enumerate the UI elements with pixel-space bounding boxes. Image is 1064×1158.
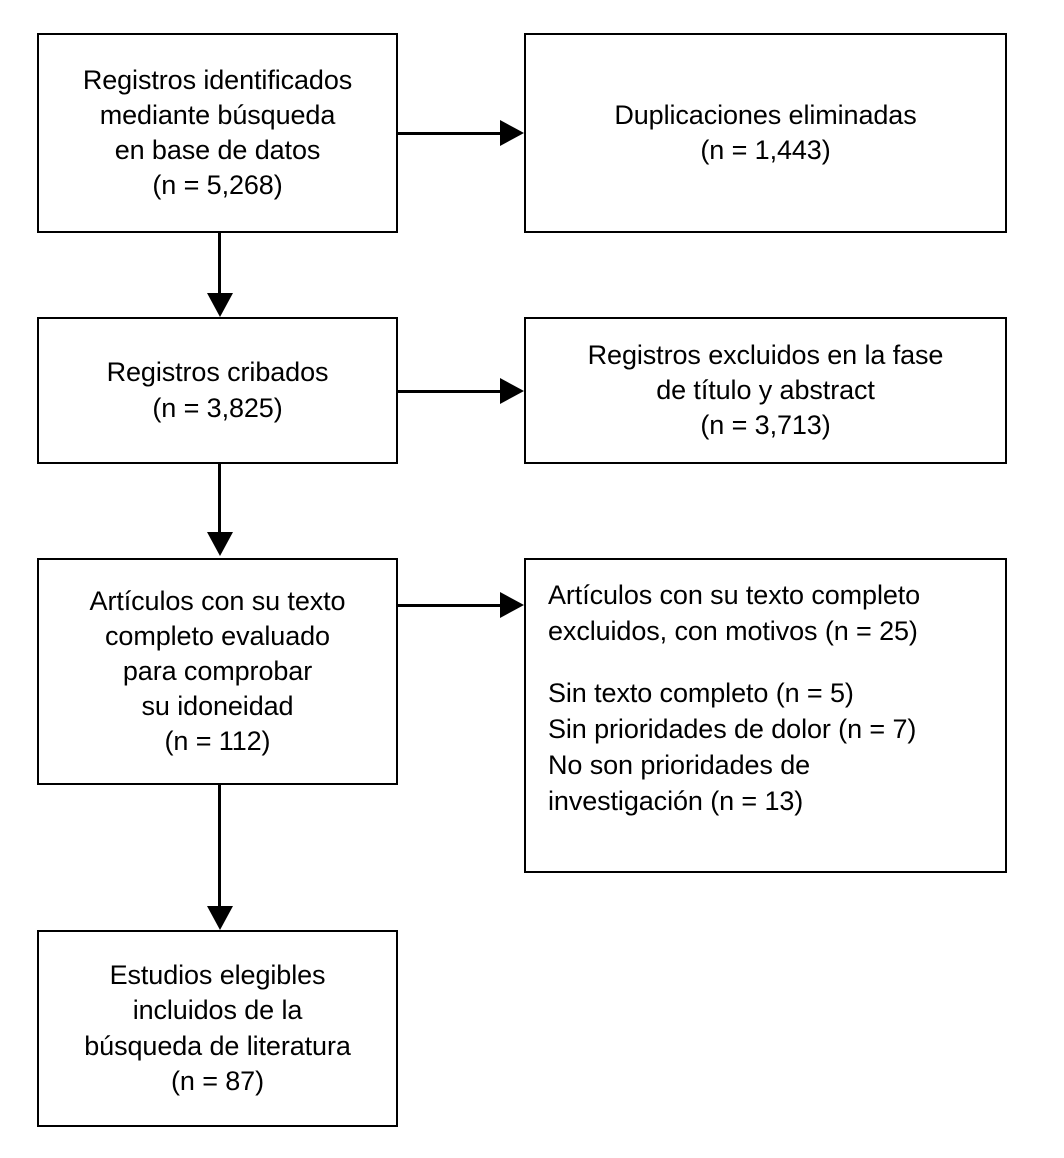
node-fulltext-excluded: Artículos con su texto completo excluido… (524, 558, 1007, 873)
arrow-fulltext-to-included-head (207, 906, 233, 930)
node-records-screened: Registros cribados (n = 3,825) (37, 317, 398, 464)
node-records-excluded-title-abstract-text: Registros excluidos en la fase de título… (587, 339, 944, 441)
arrow-fulltext-to-excluded-line (398, 604, 503, 607)
arrow-screened-to-fulltext-head (207, 532, 233, 556)
node-records-identified: Registros identificados mediante búsqued… (37, 33, 398, 233)
arrow-fulltext-to-included-line (218, 785, 221, 909)
arrow-screened-to-fulltext-line (218, 464, 221, 534)
arrow-screened-to-excluded-head (500, 378, 524, 404)
node-fulltext-assessed: Artículos con su texto completo evaluado… (37, 558, 398, 785)
node-fulltext-excluded-heading: Artículos con su texto completo excluido… (548, 580, 921, 646)
node-records-identified-text: Registros identificados mediante búsqued… (82, 64, 353, 201)
node-duplicates-removed-text: Duplicaciones eliminadas (n = 1,443) (614, 99, 917, 165)
node-fulltext-excluded-reasons: Sin texto completo (n = 5) Sin prioridad… (548, 677, 917, 816)
node-records-excluded-title-abstract: Registros excluidos en la fase de título… (524, 317, 1007, 464)
arrow-identification-to-duplicates-line (398, 132, 503, 135)
node-studies-included: Estudios elegibles incluidos de la búsqu… (37, 930, 398, 1127)
arrow-identification-to-screened-line (218, 233, 221, 295)
arrow-screened-to-excluded-line (398, 390, 503, 393)
arrow-identification-to-duplicates-head (500, 120, 524, 146)
node-records-screened-text: Registros cribados (n = 3,825) (106, 357, 329, 423)
arrow-identification-to-screened-head (207, 293, 233, 317)
node-studies-included-text: Estudios elegibles incluidos de la búsqu… (84, 960, 351, 1096)
node-duplicates-removed: Duplicaciones eliminadas (n = 1,443) (524, 33, 1007, 233)
arrow-fulltext-to-excluded-head (500, 592, 524, 618)
node-fulltext-assessed-text: Artículos con su texto completo evaluado… (89, 585, 346, 757)
